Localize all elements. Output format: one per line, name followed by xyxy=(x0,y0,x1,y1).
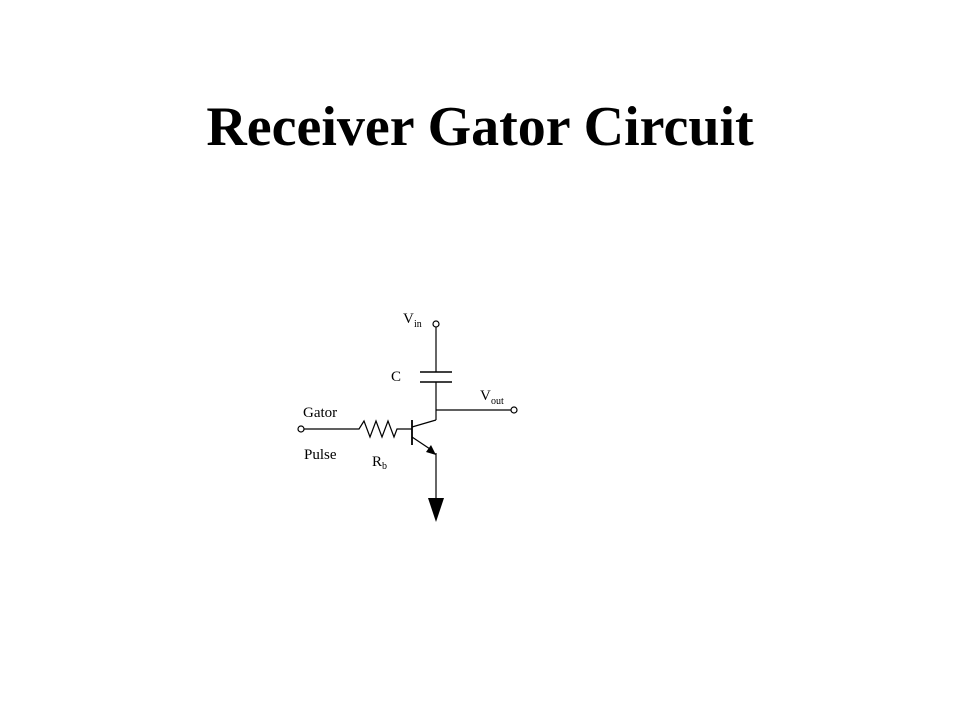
vin-label: V xyxy=(403,311,414,327)
vin-terminal xyxy=(432,320,440,328)
pulse-label: Pulse xyxy=(304,447,337,463)
npn-transistor xyxy=(411,419,437,455)
resistor-rb xyxy=(355,419,412,439)
gator-pulse-terminal xyxy=(297,425,305,433)
rb-label-subscript: b xyxy=(382,461,387,472)
vin-label-subscript: in xyxy=(414,319,422,330)
vout-label: V xyxy=(480,388,491,404)
capacitor-label: C xyxy=(391,369,401,385)
vout-terminal xyxy=(510,406,518,414)
vout-label-subscript: out xyxy=(491,396,504,407)
ground-icon xyxy=(428,498,444,522)
gator-label: Gator xyxy=(303,405,337,421)
page-title: Receiver Gator Circuit xyxy=(206,96,754,158)
rb-label: R xyxy=(372,454,382,470)
capacitor xyxy=(420,371,452,383)
